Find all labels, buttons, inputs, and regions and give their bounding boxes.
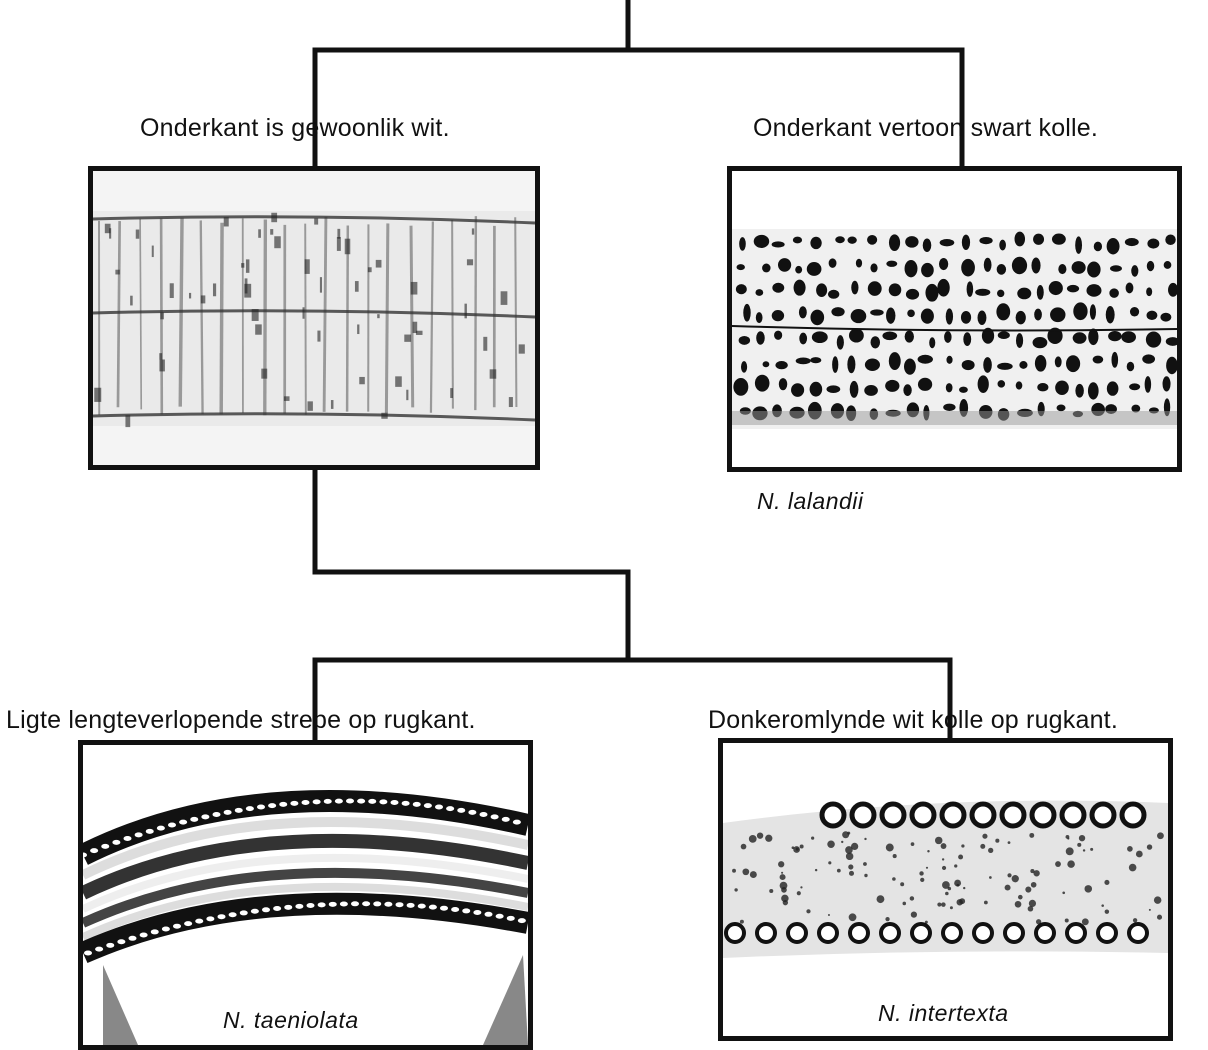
photo-striped-back: N. taeniolata bbox=[78, 740, 533, 1050]
spotted-back-pattern bbox=[723, 743, 1168, 1036]
species-lalandii: N. lalandii bbox=[757, 488, 864, 515]
species-taeniolata: N. taeniolata bbox=[223, 1007, 359, 1034]
photo-spotted-underside bbox=[727, 166, 1182, 472]
photo-spotted-back: N. intertexta bbox=[718, 738, 1173, 1041]
species-intertexta: N. intertexta bbox=[878, 1000, 1009, 1027]
bottom-right-label: Donkeromlynde wit kolle op rugkant. bbox=[708, 706, 1118, 735]
photo-white-underside bbox=[88, 166, 540, 470]
right-label: Onderkant vertoon swart kolle. bbox=[753, 114, 1098, 143]
white-underside-pattern bbox=[93, 171, 535, 465]
striped-back-pattern bbox=[83, 745, 528, 1045]
bottom-left-label: Ligte lengteverlopende strepe op rugkant… bbox=[6, 706, 476, 735]
spotted-underside-pattern bbox=[732, 171, 1177, 467]
left-label: Onderkant is gewoonlik wit. bbox=[140, 114, 450, 143]
